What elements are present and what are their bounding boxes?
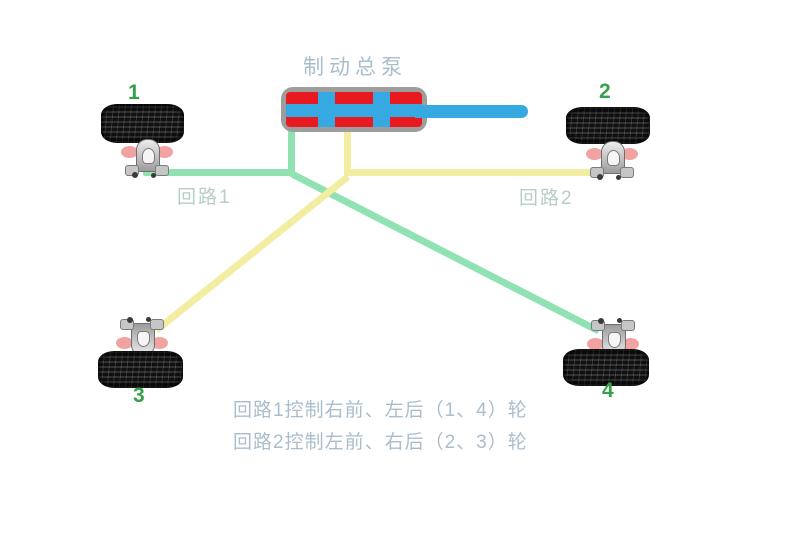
bolt-icon — [132, 172, 138, 178]
circuit2-label: 回路2 — [519, 188, 574, 209]
piston-1 — [318, 92, 335, 127]
wheel-3-tire — [98, 351, 183, 388]
caliper-bore-icon — [137, 331, 150, 347]
circuit2-line-horizontal — [347, 169, 600, 176]
note-line-1: 回路1控制右前、左后（1、4）轮 — [233, 400, 528, 421]
hose-fitting-icon — [155, 165, 169, 176]
brake-pad-icon — [621, 148, 638, 160]
piston-2 — [373, 92, 390, 127]
wheel-3-label: 3 — [133, 384, 145, 407]
piston-rod — [415, 105, 528, 118]
wheel-2-tire — [566, 107, 650, 144]
bolt-icon — [598, 318, 604, 324]
hose-fitting-icon — [150, 319, 164, 330]
piston-shaft — [286, 104, 422, 117]
wheel-1-tire — [101, 104, 184, 143]
brake-pad-icon — [121, 146, 138, 158]
diagram-title: 制动总泵 — [303, 56, 407, 79]
note-line-2: 回路2控制左前、右后（2、3）轮 — [233, 432, 528, 453]
wheel-1-label: 1 — [128, 81, 140, 104]
hose-fitting-icon — [621, 320, 635, 331]
circuit1-line-vertical — [288, 129, 295, 176]
caliper-bore-icon — [607, 150, 620, 166]
hose-fitting-icon — [620, 167, 634, 178]
circuit1-label: 回路1 — [177, 187, 232, 208]
wheel-4-tire — [563, 349, 649, 386]
master-cylinder — [281, 87, 427, 132]
caliper-bore-icon — [142, 148, 155, 164]
bolt-icon — [146, 317, 151, 322]
wheel-4-label: 4 — [602, 379, 614, 402]
brake-pad-icon — [156, 146, 173, 158]
wheel-2-label: 2 — [599, 80, 611, 103]
bolt-icon — [151, 173, 156, 178]
brake-pad-icon — [586, 148, 603, 160]
bolt-icon — [127, 317, 133, 323]
wheel-2-caliper — [586, 140, 638, 180]
bolt-icon — [617, 318, 622, 323]
wheel-1-caliper — [121, 138, 173, 178]
bolt-icon — [597, 174, 603, 180]
caliper-bore-icon — [608, 332, 621, 348]
circuit1-line-horizontal — [143, 169, 295, 176]
circuit2-line-vertical — [344, 129, 351, 176]
bolt-icon — [616, 175, 621, 180]
